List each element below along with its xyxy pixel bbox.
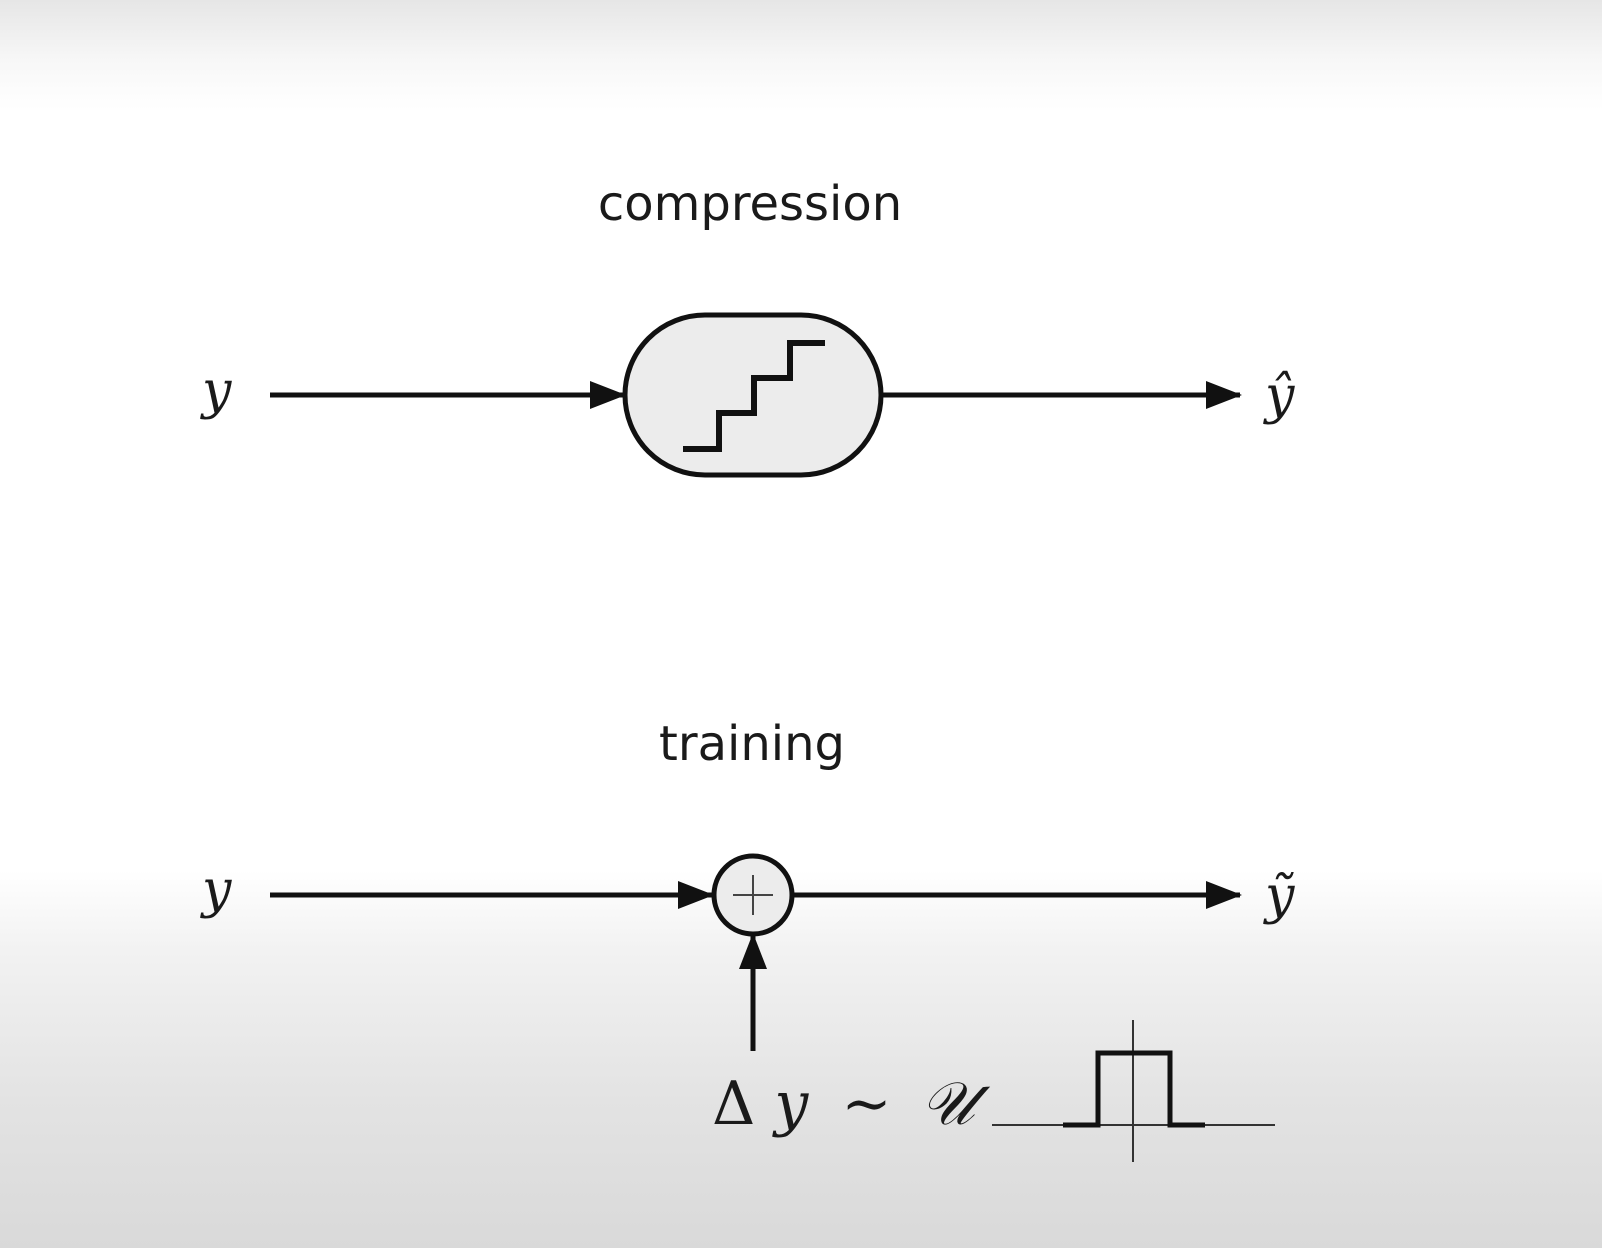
noise-tilde: ∼ [841, 1069, 891, 1139]
noise-label: Δ y ∼ 𝒰 [712, 1069, 991, 1139]
training-title: training [659, 716, 845, 772]
quantizer-block [622, 312, 884, 478]
training-input-label: y [200, 860, 232, 920]
staircase-quantizer-icon [683, 340, 825, 452]
compression-section: compression y ŷ [200, 176, 1295, 478]
compression-title: compression [598, 176, 902, 232]
plus-icon [733, 875, 773, 915]
compression-output-label: ŷ [1263, 366, 1295, 426]
uniform-distribution-icon [992, 1020, 1275, 1162]
training-section: training y ỹ Δ y ∼ 𝒰 [200, 716, 1295, 1162]
compression-input-label: y [200, 361, 232, 421]
noise-delta: Δ [712, 1069, 755, 1139]
training-output-label: ỹ [1263, 866, 1295, 926]
noise-distribution: 𝒰 [921, 1069, 991, 1139]
sum-node [711, 853, 795, 937]
noise-variable: y [771, 1069, 809, 1139]
